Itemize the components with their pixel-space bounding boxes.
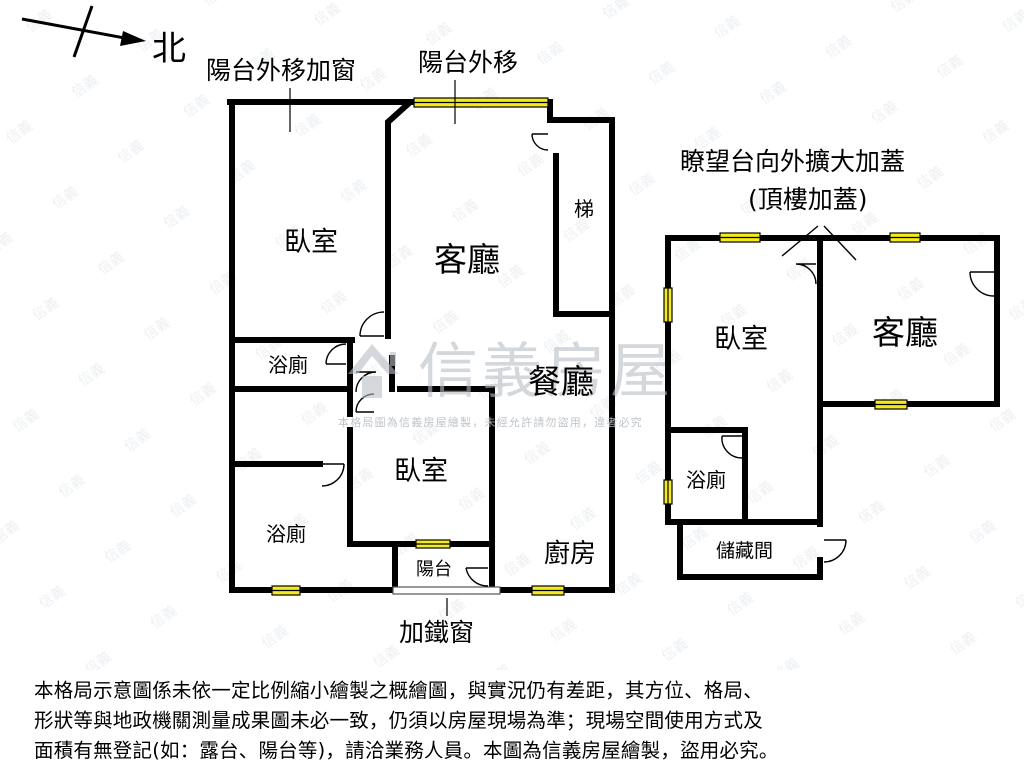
rooftop-annotation-line1: 瞭望台向外擴大加蓋 [680, 147, 905, 176]
room-label-bath-small: 浴廁 [268, 353, 308, 377]
background-watermark-tile [0, 0, 1024, 670]
room-label-bath-large: 浴廁 [266, 522, 306, 546]
disclaimer-text: 本格局示意圖係未依一定比例縮小繪製之概繪圖，與實況仍有差距，其方位、格局、 形狀… [34, 676, 994, 766]
room-label-bedroom-center: 臥室 [394, 456, 448, 487]
rooftop-room-label-living: 客廳 [872, 313, 938, 352]
room-label-stairs: 梯 [574, 197, 594, 221]
door-arc-bath-large [321, 463, 345, 487]
annotation-iron-window: 加鐵窗 [399, 618, 474, 647]
rooftop-plan-windows [663, 232, 921, 505]
watermark-brand: 信義房屋 [418, 337, 674, 407]
door-arc-bath-small [325, 343, 347, 365]
house-logo-icon [348, 344, 398, 398]
room-label-dining: 餐廳 [528, 362, 594, 401]
watermark-logo: 信義房屋 [348, 337, 674, 407]
lookout-marks [781, 225, 857, 261]
disclaimer-line-1: 本格局示意圖係未依一定比例縮小繪製之概繪圖，與實況仍有差距，其方位、格局、 [34, 679, 763, 702]
disclaimer-line-2: 形狀等與地政機關測量成果圖未必一致，仍須以房屋現場為準；現場空間使用方式及 [34, 709, 763, 732]
north-label: 北 [152, 29, 186, 69]
iron-window [392, 586, 501, 595]
door-arc-stair [531, 133, 549, 151]
door-arc-balcony [465, 567, 489, 587]
door-arc-bedroom-nw [359, 311, 385, 337]
floor-plan: 信義 北 [0, 0, 1024, 670]
compass-icon [21, 5, 146, 58]
rooftop-room-label-storage: 儲藏間 [716, 540, 773, 562]
watermark-notice: 本格局圖為信義房屋繪製，未經允許請勿盜用，違者必究 [338, 415, 643, 429]
rooftop-plan-doors [721, 263, 995, 563]
rooftop-room-label-bath: 浴廁 [686, 468, 726, 492]
annotation-leaders [289, 80, 456, 616]
room-label-kitchen: 廚房 [544, 539, 596, 569]
annotation-balcony-moved-window: 陽台外移加窗 [206, 56, 356, 85]
room-label-bedroom-nw: 臥室 [284, 227, 338, 258]
room-label-balcony: 陽台 [416, 559, 452, 580]
main-plan-windows [271, 97, 565, 596]
rooftop-room-label-bedroom: 臥室 [714, 324, 768, 355]
rooftop-annotation-line2: (頂樓加蓋) [748, 185, 868, 214]
disclaimer-line-3: 面積有無登記(如：露台、陽台等)，請洽業務人員。本圖為信義房屋繪製，盜用必究。 [34, 739, 779, 762]
annotation-balcony-moved: 陽台外移 [418, 48, 518, 77]
room-label-living: 客廳 [434, 240, 500, 279]
